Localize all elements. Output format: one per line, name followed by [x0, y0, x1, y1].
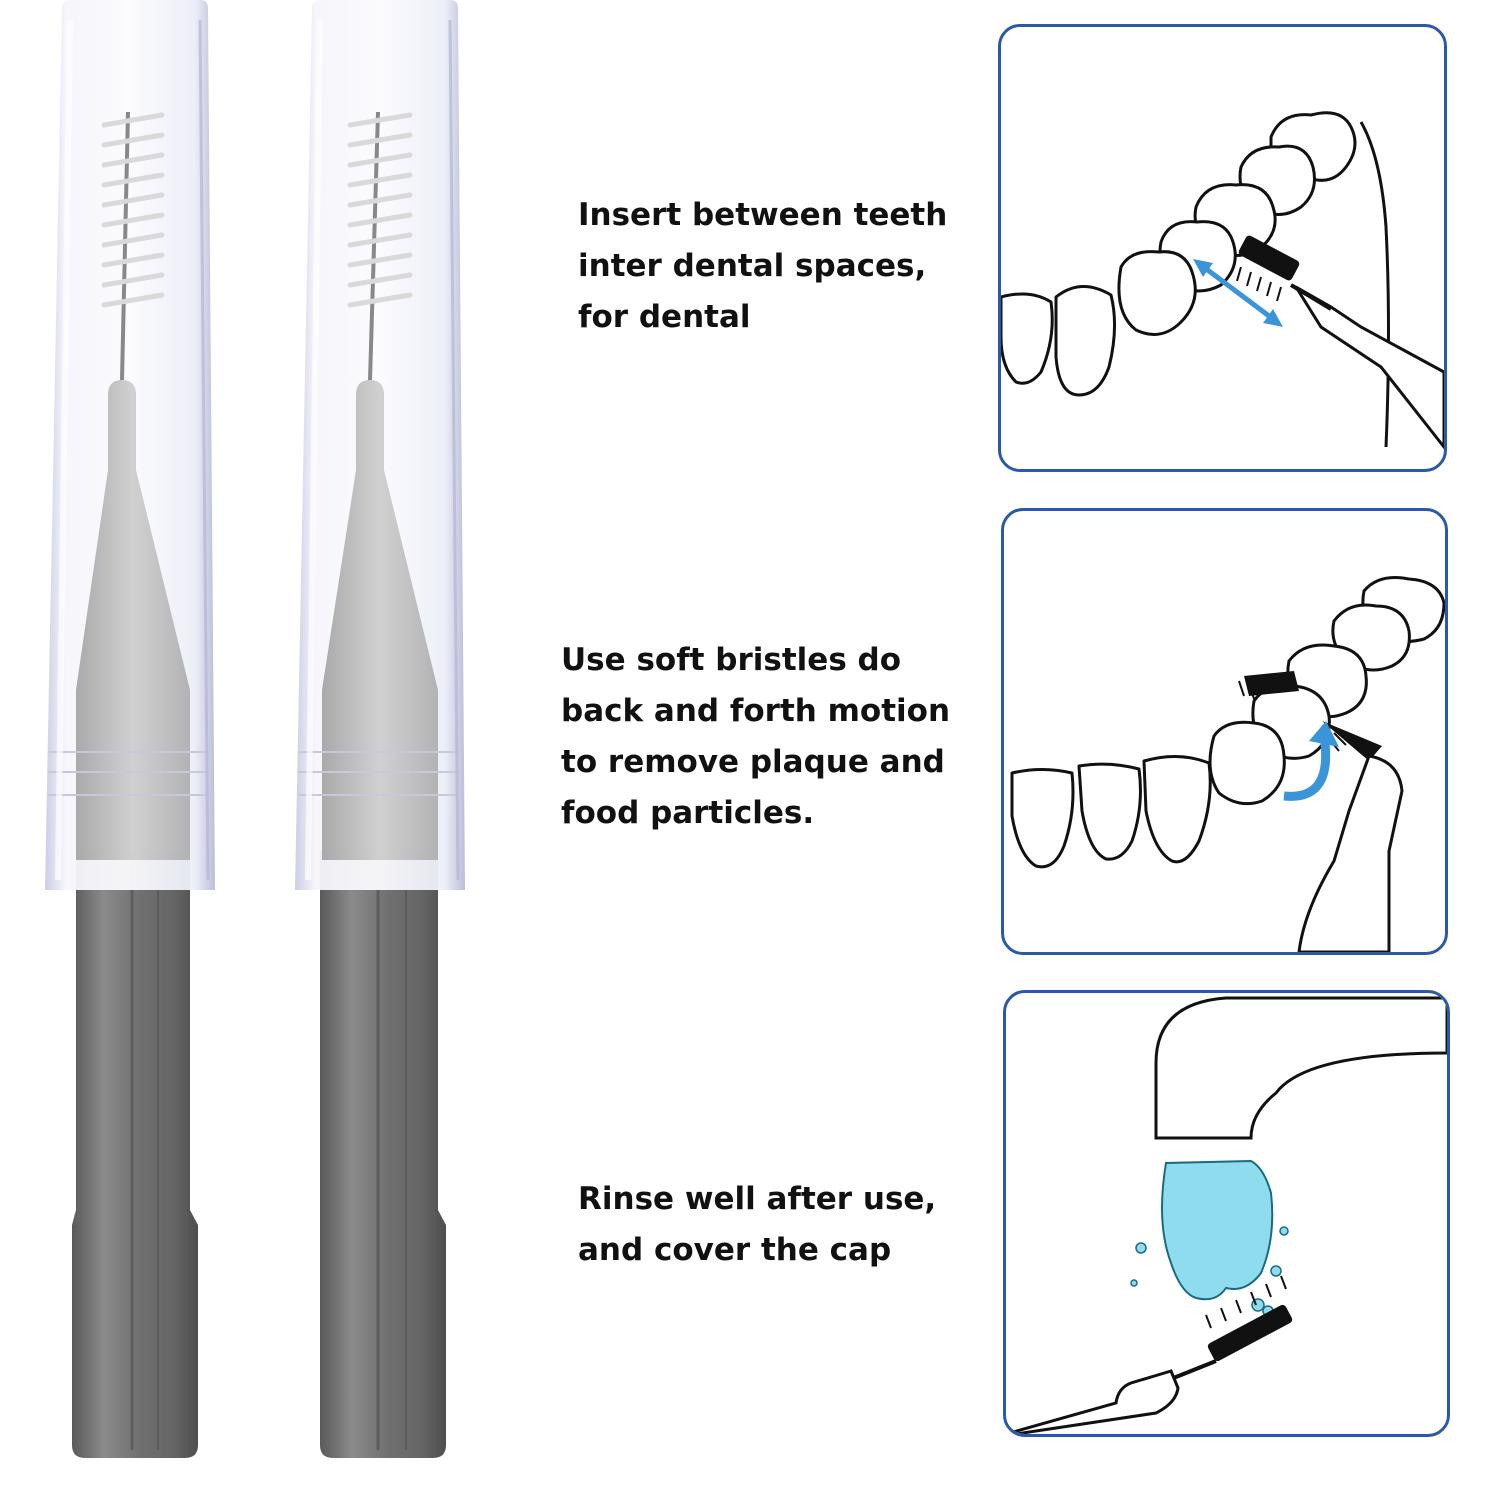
step-2-panel [1001, 508, 1448, 955]
step-1-text: Insert between teeth inter dental spaces… [578, 197, 948, 335]
interdental-brush-1 [45, 0, 215, 1458]
back-and-forth-motion-icon [1010, 576, 1445, 952]
rinse-under-faucet-icon [1006, 996, 1447, 1434]
step-3-text: Rinse well after use, and cover the cap [578, 1181, 937, 1268]
step-2-text: Use soft bristles do back and forth moti… [561, 642, 951, 831]
step-1-panel [998, 24, 1447, 472]
interdental-brush-2 [295, 0, 465, 1458]
step-3-panel [1003, 990, 1450, 1437]
brush-between-teeth-icon [1001, 111, 1444, 450]
